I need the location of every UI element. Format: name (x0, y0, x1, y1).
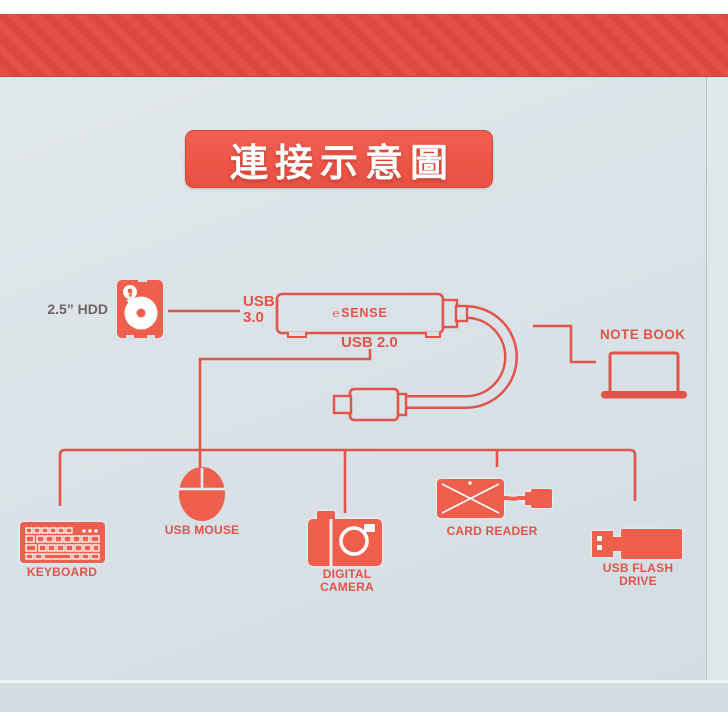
laptop-screen (608, 351, 680, 395)
card-reader-cable (503, 496, 527, 501)
hdd-top-notch (138, 278, 147, 282)
flash-drive-neck (612, 537, 622, 551)
laptop-icon (601, 351, 687, 399)
notebook-label: NOTE BOOK (600, 327, 686, 342)
flash-drive-pin-bottom (597, 545, 602, 550)
hub-connector-tab (454, 304, 469, 323)
keyboard-icon (20, 522, 105, 563)
hdd-arm (126, 298, 141, 313)
usb2-port-label: USB 2.0 (341, 334, 398, 351)
brand-glyph-icon: ℮ (332, 308, 341, 320)
usb-mouse-label: USB MOUSE (164, 523, 240, 537)
usb-c-tip (332, 394, 353, 415)
page-edge-strip (706, 77, 728, 680)
card-reader-icon (437, 479, 552, 518)
hdd-foot-notch-left (126, 335, 134, 339)
bus-line (58, 448, 637, 506)
camera-lens (339, 526, 369, 556)
page-title: 連接示意圖 (229, 142, 455, 185)
flash-drive-pin-top (597, 536, 602, 541)
hdd-platter-hub (136, 308, 146, 318)
camera-flash (364, 524, 375, 532)
hdd-label: 2.5” HDD (47, 301, 108, 317)
cable-inner (406, 307, 516, 407)
usb-hub-device (275, 292, 469, 338)
connector-lines (58, 309, 637, 513)
brand-text: SENSE (341, 306, 388, 320)
line-to-notebook (533, 324, 596, 364)
card-reader-plug (531, 489, 552, 508)
usb3-line1: USB (243, 293, 275, 310)
hdd-spindle-dot (127, 288, 133, 294)
hdd-foot-notch-right (147, 335, 155, 339)
card-reader-led (468, 481, 472, 485)
flash-drive-body (621, 529, 682, 559)
camera-icon (308, 511, 382, 566)
hub-cable (406, 305, 518, 409)
striped-header-banner (0, 14, 728, 77)
usb-flash-drive-icon (592, 529, 682, 559)
title-banner: 連接示意圖 (185, 130, 493, 188)
usb-flash-drive-label: USB FLASH DRIVE (602, 561, 674, 588)
card-reader-plug-collar (525, 492, 532, 505)
hub-brand-logo: ℮SENSE (287, 306, 433, 320)
line-usb2-to-mouse (198, 349, 372, 467)
flash-drive-connector (592, 531, 613, 557)
keyboard-label: KEYBOARD (26, 565, 98, 579)
usb-c-body (348, 387, 400, 422)
hdd-spindle-tail (128, 293, 132, 298)
laptop-base (601, 391, 687, 399)
keyboard-keys (25, 527, 100, 560)
mouse-body (179, 467, 225, 521)
card-reader-label: CARD READER (446, 524, 538, 538)
digital-camera-label: DIGITAL CAMERA (320, 567, 374, 594)
bottom-band (0, 683, 728, 712)
hub-port-notch-left (287, 332, 307, 338)
usb3-line2: 3.0 (243, 308, 264, 326)
card-reader-cross (441, 483, 500, 514)
usb-c-connector-icon (332, 387, 408, 422)
hub-port-notch-right (425, 332, 441, 338)
usb3-port-label: USB 3.0 (243, 294, 275, 326)
mouse-icon (179, 467, 225, 521)
hdd-icon (117, 278, 163, 339)
